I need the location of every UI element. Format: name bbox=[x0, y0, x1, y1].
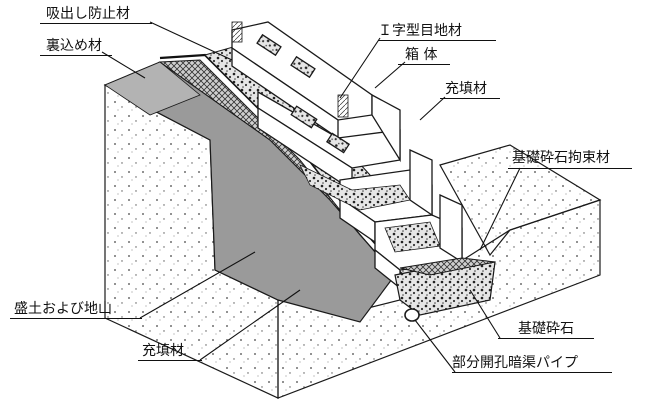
label-backfill-material: 裏込め材 bbox=[46, 38, 102, 54]
cell-fill-lower bbox=[384, 221, 441, 253]
ground-top-right bbox=[439, 144, 602, 257]
label-filler-top: 充填材 bbox=[445, 81, 487, 97]
drain-pipe bbox=[404, 308, 420, 322]
label-foundation-restraint: 基礎砕石拘束材 bbox=[512, 150, 610, 166]
underline-drain-pipe bbox=[452, 372, 612, 373]
label-filler-bottom: 充填材 bbox=[142, 343, 184, 359]
label-suction-prevention: 吸出し防止材 bbox=[46, 6, 130, 22]
foundation-restraint bbox=[399, 257, 496, 276]
underline-backfill-material bbox=[40, 55, 112, 56]
underline-i-joint bbox=[378, 40, 496, 41]
label-drain-pipe: 部分開孔暗渠パイプ bbox=[452, 355, 578, 371]
leader-lines bbox=[101, 21, 521, 373]
underline-suction-prevention bbox=[40, 23, 152, 24]
label-box-body: 箱 体 bbox=[405, 47, 438, 63]
underline-filler-top bbox=[440, 98, 500, 99]
underline-box-body bbox=[398, 64, 450, 65]
label-foundation-stone: 基礎砕石 bbox=[518, 321, 574, 337]
slope-top-band bbox=[104, 61, 201, 116]
box-body-stack bbox=[231, 21, 463, 290]
cell-fill-upper bbox=[299, 164, 411, 211]
underline-foundation-restraint bbox=[508, 168, 632, 169]
underline-filler-bottom bbox=[138, 360, 202, 361]
i-joint-markers bbox=[231, 21, 349, 118]
underline-embankment-ground bbox=[10, 318, 142, 319]
underline-foundation-stone bbox=[498, 338, 594, 339]
label-embankment-ground: 盛土および地山 bbox=[14, 301, 112, 317]
label-i-joint: Ｉ字型目地材 bbox=[378, 23, 462, 39]
